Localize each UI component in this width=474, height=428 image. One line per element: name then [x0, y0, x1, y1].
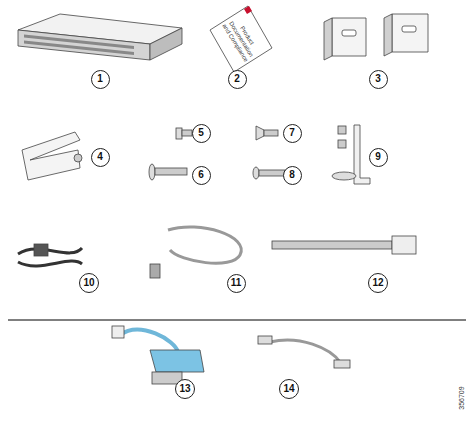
callout-number: 7 [289, 128, 295, 138]
callout-circle: 2 [228, 70, 247, 89]
callout-number: 5 [198, 128, 204, 138]
callout-number: 9 [375, 152, 381, 162]
callout-circle: 4 [91, 148, 110, 167]
callout-circle: 11 [227, 274, 246, 293]
callout-number: 12 [372, 278, 383, 288]
callout-circle: 12 [368, 273, 388, 293]
callout-circle: 10 [79, 273, 99, 293]
callout-number: 13 [179, 384, 190, 394]
callout-number: 11 [231, 278, 242, 288]
callout-number: 6 [198, 170, 204, 180]
callout-number: 3 [375, 74, 381, 84]
callout-number: 4 [97, 152, 103, 162]
callout-circle: 1 [91, 70, 110, 89]
callout-number: 14 [283, 384, 294, 394]
callout-circle: 5 [192, 124, 211, 143]
callout-circle: 9 [369, 148, 388, 167]
callout-circle: 6 [192, 166, 211, 185]
callout-number: 2 [234, 74, 240, 84]
callout-circle: 14 [279, 379, 299, 399]
callout-circle: 8 [283, 166, 302, 185]
callout-circle: 7 [283, 124, 302, 143]
figure-number: 356709 [458, 378, 466, 418]
callout-circle: 13 [175, 379, 195, 399]
callout-number: 10 [83, 278, 94, 288]
callout-number: 8 [289, 170, 295, 180]
callout-circle: 3 [369, 70, 388, 89]
callout-number: 1 [97, 74, 103, 84]
